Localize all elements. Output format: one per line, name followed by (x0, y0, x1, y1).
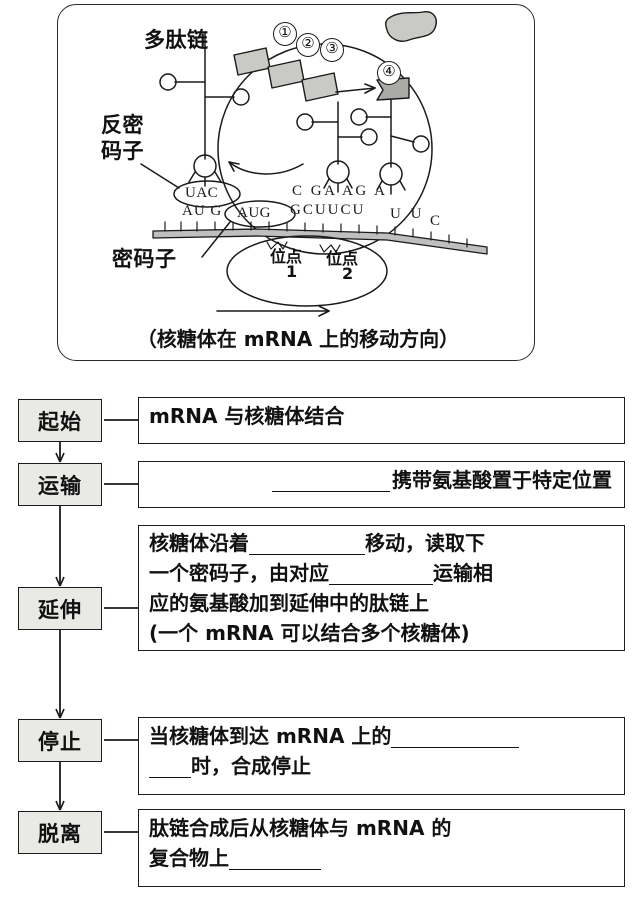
answer-blank[interactable] (391, 730, 520, 748)
trna-left-shape (159, 31, 250, 187)
step-text-start: mRNA 与核糖体结合 (138, 397, 625, 444)
arrow-start-to-transport (55, 442, 65, 463)
step-line-text: 当核糖体到达 mRNA 上的 (149, 724, 392, 748)
mrna-tail-base-2: C (430, 213, 442, 229)
step-text-elongation: 核糖体沿着移动，读取下 一个密码子，由对应运输相 应的氨基酸加到延伸中的肽链上 … (138, 525, 625, 651)
step-line: 携带氨基酸置于特定位置 (149, 465, 616, 495)
step-line-text: 肽链合成后从核糖体与 mRNA 的 (149, 816, 452, 840)
step-line-text: 时，合成停止 (191, 754, 311, 778)
step-line: 应的氨基酸加到延伸中的肽链上 (149, 588, 616, 618)
arrow-transport-to-elongation (55, 506, 65, 587)
answer-blank[interactable] (329, 567, 433, 585)
step-line: 当核糖体到达 mRNA 上的 (149, 721, 616, 751)
codon-text-aug: AUG (237, 205, 271, 221)
label-codon: 密码子 (112, 247, 177, 271)
step-line-text: 运输相 (433, 561, 493, 585)
marker-2: ② (296, 33, 320, 57)
stage-box-stop[interactable]: 停止 (18, 719, 102, 762)
movement-direction-arrow-shape (216, 305, 330, 317)
mrna-strand-shape (152, 228, 488, 255)
step-line-text: 携带氨基酸置于特定位置 (392, 468, 612, 492)
stage-box-start[interactable]: 起始 (18, 399, 102, 442)
sites-oval-shape (226, 235, 388, 307)
mrna-row-bases: GCUUCU (290, 202, 366, 218)
step-line: mRNA 与核糖体结合 (149, 401, 616, 431)
step-text-detach: 肽链合成后从核糖体与 mRNA 的 复合物上 (138, 809, 625, 887)
stage-box-transport[interactable]: 运输 (18, 463, 102, 506)
label-anticodon-line2: 码子 (101, 139, 144, 163)
step-line: 时，合成停止 (149, 751, 616, 781)
site-2-label: 位点 (326, 249, 359, 268)
diagram-caption: （核糖体在 mRNA 上的移动方向） (136, 327, 460, 351)
step-line-text: mRNA 与核糖体结合 (149, 404, 345, 428)
label-anticodon: 反密 码子 (101, 112, 144, 164)
answer-blank[interactable] (229, 852, 321, 870)
peptide-transfer-arrow-shape (335, 83, 376, 94)
marker-1: ① (273, 22, 297, 46)
site-1-label: 位点 (270, 247, 303, 266)
codon-oval-aug (224, 200, 296, 228)
anticodon-oval-uac (173, 180, 241, 208)
mrna-tail-bases: U U (390, 206, 425, 222)
arrow-elongation-to-stop (55, 630, 65, 719)
translation-flowchart: 起始 运输 延伸 停止 脱离 mRNA 与核糖体结合 携带氨基酸置于特定位置 核… (0, 366, 637, 899)
step-text-stop: 当核糖体到达 mRNA 上的 时，合成停止 (138, 717, 625, 795)
answer-blank[interactable] (149, 760, 191, 778)
anticodon-leader-line (140, 163, 180, 189)
codon-leader-line (201, 221, 231, 258)
anticodon-row-bases: C GA AG A (292, 183, 388, 199)
marker-4: ④ (377, 61, 401, 85)
answer-blank[interactable] (249, 537, 365, 555)
polypeptide-chain-shape (233, 47, 339, 102)
step-line: 肽链合成后从核糖体与 mRNA 的 (149, 813, 616, 843)
mrna-bases-left: AU G (182, 203, 223, 219)
step-line: 复合物上 (149, 843, 616, 873)
trna-site1-shape (296, 101, 378, 193)
label-polypeptide-chain: 多肽链 (144, 28, 209, 52)
site-2-number: 2 (342, 264, 354, 283)
answer-blank[interactable] (272, 474, 390, 492)
trna-entry-arrow-shape (228, 161, 304, 175)
step-line-text: 应的氨基酸加到延伸中的肽链上 (149, 591, 429, 615)
step-line: 一个密码子，由对应 运输相 (149, 558, 616, 588)
site-1-number: 1 (286, 262, 298, 281)
label-anticodon-line1: 反密 (101, 113, 144, 137)
step-line-text: 核糖体沿着 (149, 531, 249, 555)
arrow-stop-to-detach (55, 762, 65, 811)
step-line-text: 移动，读取下 (365, 531, 485, 555)
stage-box-elongation[interactable]: 延伸 (18, 587, 102, 630)
step-line: (一个 mRNA 可以结合多个核糖体) (149, 618, 616, 648)
anticodon-text-uac: UAC (185, 185, 219, 201)
site2-bracket (319, 244, 341, 253)
step-line-text: 一个密码子，由对应 (149, 561, 329, 585)
trna-site2-shape (350, 93, 430, 195)
site1-bracket (266, 241, 288, 250)
stage-box-detach[interactable]: 脱离 (18, 811, 102, 854)
step-line-text: 复合物上 (149, 846, 229, 870)
marker-3: ③ (320, 38, 344, 62)
step-line-text: (一个 mRNA 可以结合多个核糖体) (149, 621, 470, 645)
step-text-transport: 携带氨基酸置于特定位置 (138, 461, 625, 508)
flowchart-connectors (55, 419, 138, 833)
free-amino-acid-blob-shape (384, 11, 437, 42)
step-line: 核糖体沿着 移动，读取下 (149, 528, 616, 558)
